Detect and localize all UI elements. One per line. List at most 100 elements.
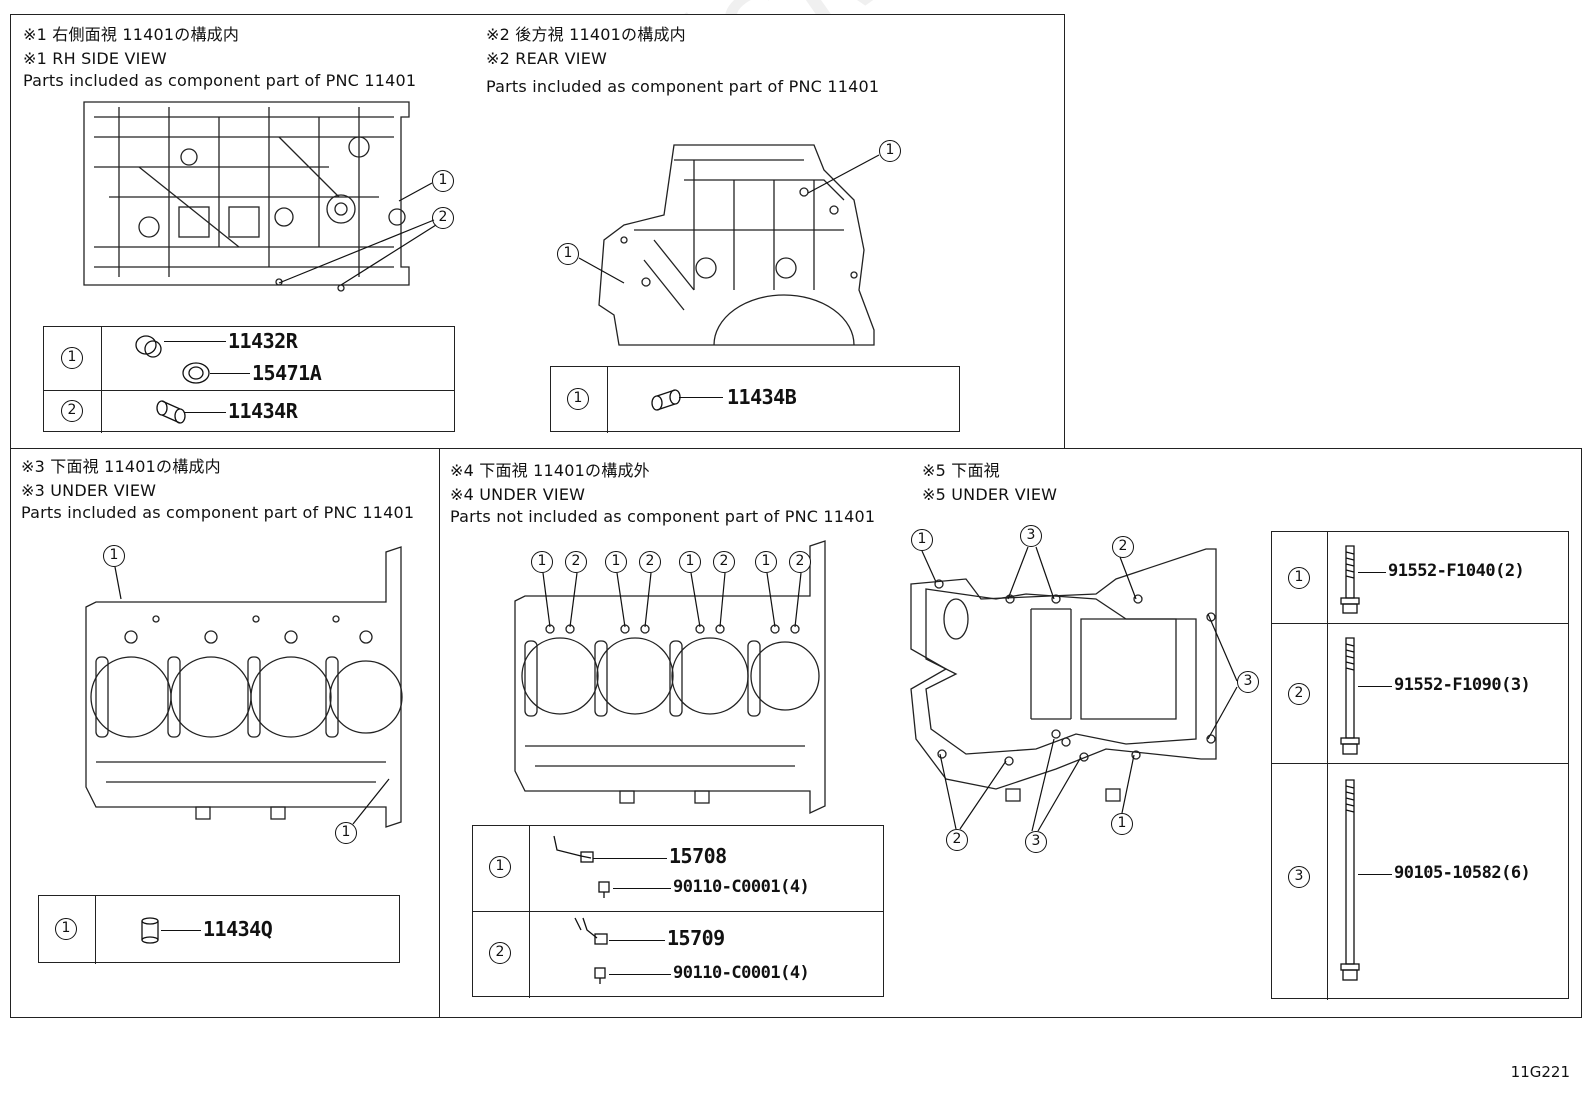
callout-leaders [278, 182, 437, 286]
callout-1: 1 [911, 529, 933, 551]
engine-block-under-drawing [85, 546, 403, 828]
callout-leaders [921, 546, 1238, 832]
panel-title: ※1 右側面視 11401の構成内 ※1 RH SIDE VIEW Parts … [23, 23, 416, 93]
panel-title: ※2 後方視 11401の構成内 ※2 REAR VIEW Parts incl… [486, 23, 879, 99]
oil-jet-icon [553, 835, 610, 898]
panel-rear-view: ※2 後方視 11401の構成内 ※2 REAR VIEW Parts incl… [474, 14, 1065, 449]
table-row: 1 11432R 15471A [44, 327, 454, 391]
panel-title: ※5 下面視 ※5 UNDER VIEW [922, 459, 1057, 507]
parts-table: 1 11434B [550, 366, 960, 433]
panel-note: Parts included as component part of PNC … [21, 503, 415, 522]
index-badge: 1 [489, 856, 511, 878]
callout-3: 3 [1025, 831, 1047, 853]
part-number: 11432R [228, 329, 298, 353]
oil-jet-icon [574, 917, 608, 984]
oil-pan-drawing [910, 548, 1217, 802]
title-en: ※2 REAR VIEW [486, 49, 608, 68]
callout-1: 1 [679, 551, 701, 573]
title-ja: ※3 下面視 11401の構成内 [21, 457, 221, 476]
index-badge: 2 [1288, 683, 1310, 705]
part-number: 91552-F1040(2) [1388, 561, 1525, 581]
callout-2: 2 [789, 551, 811, 573]
parts-table: 1 11432R 15471A 2 11434R [43, 326, 455, 433]
callout-1: 1 [557, 243, 579, 265]
part-number: 11434Q [203, 917, 273, 941]
index-badge: 1 [1288, 567, 1310, 589]
table-row: 2 15709 90110-C0001(4) [473, 912, 883, 998]
index-badge: 1 [61, 347, 83, 369]
callout-1: 1 [605, 551, 627, 573]
dowel-pin-icon [156, 400, 186, 424]
bolt-icon [1340, 637, 1360, 755]
title-ja: ※1 右側面視 11401の構成内 [23, 25, 240, 44]
callout-1: 1 [755, 551, 777, 573]
panel-under-view-4: ※4 下面視 11401の構成外 ※4 UNDER VIEW Parts not… [439, 448, 897, 1018]
panel-note: Parts not included as component part of … [450, 507, 876, 526]
engine-block-side-drawing [83, 101, 410, 292]
callout-1: 1 [531, 551, 553, 573]
dowel-pin-icon [141, 917, 159, 944]
callout-3: 3 [1237, 671, 1259, 693]
callout-1: 1 [103, 545, 125, 567]
part-number: 11434B [727, 385, 797, 409]
panel-title: ※4 下面視 11401の構成外 ※4 UNDER VIEW Parts not… [450, 459, 875, 529]
engine-block-under-drawing [514, 540, 826, 815]
callout-1: 1 [879, 140, 901, 162]
callout-2: 2 [432, 207, 454, 229]
parts-table: 1 91552-F1040(2) 2 91552-F1090(3) [1271, 531, 1569, 1000]
index-badge: 2 [489, 942, 511, 964]
table-row: 2 11434R [44, 391, 454, 433]
dowel-pin-icon [651, 389, 681, 411]
callout-leaders [542, 572, 802, 628]
part-number: 90110-C0001(4) [673, 877, 810, 897]
part-number: 15709 [667, 926, 725, 950]
callout-1: 1 [335, 822, 357, 844]
parts-table: 1 11434Q [38, 895, 400, 964]
callout-leaders [114, 566, 390, 825]
callout-2: 2 [1112, 536, 1134, 558]
engine-block-rear-drawing [598, 144, 875, 346]
part-number: 15708 [669, 844, 727, 868]
index-badge: 1 [567, 388, 589, 410]
title-en: ※5 UNDER VIEW [922, 485, 1058, 504]
bolt-icon [1340, 545, 1360, 614]
table-row: 3 90105-10582(6) [1272, 764, 1568, 1000]
table-row: 2 91552-F1090(3) [1272, 624, 1568, 764]
callout-2: 2 [713, 551, 735, 573]
figure-id: 11G221 [1510, 1063, 1570, 1081]
callout-3: 3 [1020, 525, 1042, 547]
index-badge: 3 [1288, 866, 1310, 888]
bolt-icon [1340, 779, 1360, 981]
panel-rh-side-view: ※1 右側面視 11401の構成内 ※1 RH SIDE VIEW Parts … [10, 14, 475, 449]
title-ja: ※2 後方視 11401の構成内 [486, 25, 686, 44]
callout-2: 2 [946, 829, 968, 851]
title-ja: ※4 下面視 11401の構成外 [450, 461, 650, 480]
part-number: 11434R [228, 399, 298, 423]
sleeve-icon [135, 335, 210, 384]
callout-1: 1 [1111, 813, 1133, 835]
panel-note: Parts included as component part of PNC … [486, 77, 880, 96]
callout-1: 1 [432, 170, 454, 192]
title-en: ※1 RH SIDE VIEW [23, 49, 167, 68]
title-ja: ※5 下面視 [922, 461, 1000, 480]
callout-2: 2 [639, 551, 661, 573]
callout-2: 2 [565, 551, 587, 573]
part-number: 90110-C0001(4) [673, 963, 810, 983]
table-row: 1 11434B [551, 367, 959, 433]
index-badge: 2 [61, 400, 83, 422]
panel-under-view-3: ※3 下面視 11401の構成内 ※3 UNDER VIEW Parts inc… [10, 448, 440, 1018]
part-number: 91552-F1090(3) [1394, 675, 1531, 695]
table-row: 1 91552-F1040(2) [1272, 532, 1568, 624]
title-en: ※3 UNDER VIEW [21, 481, 157, 500]
index-badge: 1 [55, 918, 77, 940]
parts-table: 1 15708 90110-C0001(4) 2 15709 [472, 825, 884, 998]
part-number: 15471A [252, 361, 322, 385]
panel-under-view-5: ※5 下面視 ※5 UNDER VIEW 1 3 2 3 2 3 1 [896, 448, 1582, 1018]
panel-title: ※3 下面視 11401の構成内 ※3 UNDER VIEW Parts inc… [21, 455, 414, 525]
part-number: 90105-10582(6) [1394, 863, 1531, 883]
panel-note: Parts included as component part of PNC … [23, 71, 417, 90]
table-row: 1 15708 90110-C0001(4) [473, 826, 883, 912]
table-row: 1 11434Q [39, 896, 399, 964]
title-en: ※4 UNDER VIEW [450, 485, 586, 504]
callout-leaders [578, 154, 880, 284]
